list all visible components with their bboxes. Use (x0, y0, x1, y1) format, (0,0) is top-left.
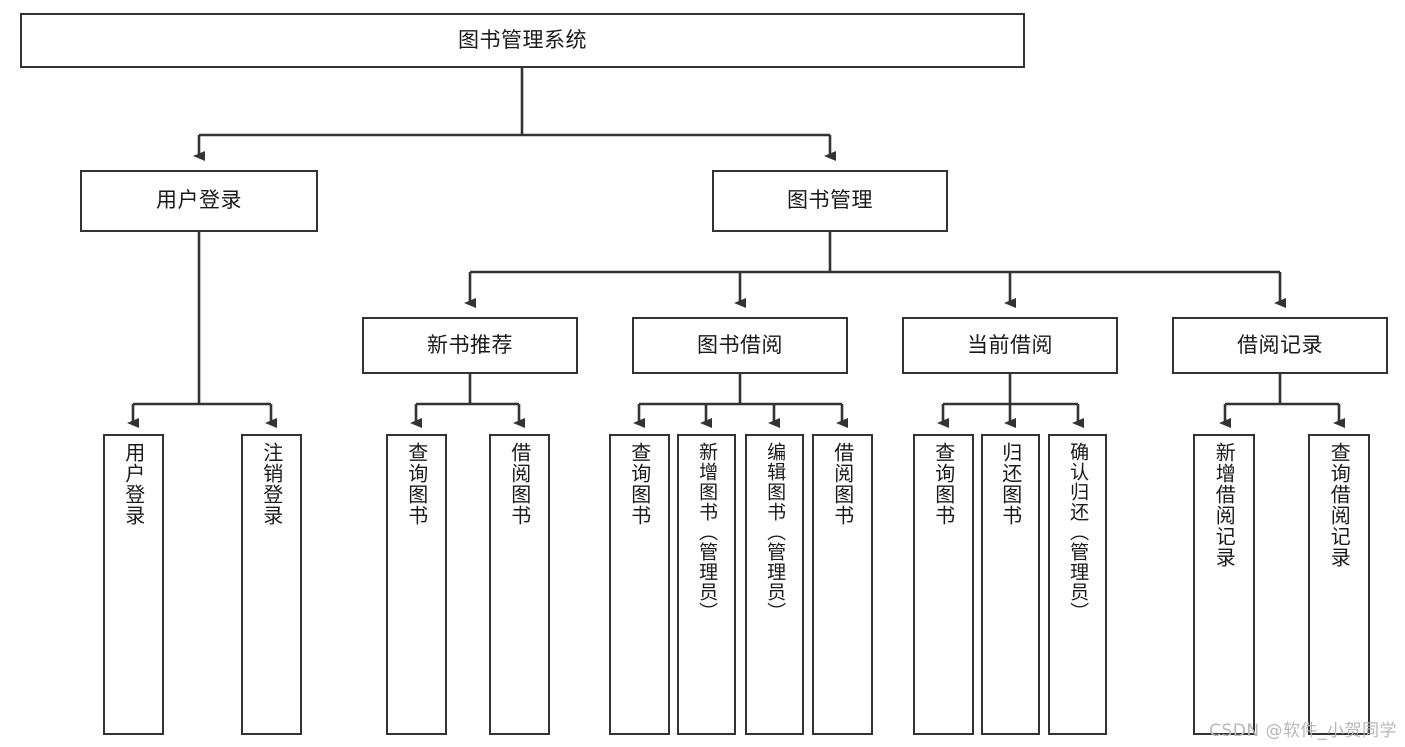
node-leaf-user-login[interactable]: 用户登录 (103, 434, 164, 735)
node-label: 查询图书 (627, 442, 652, 526)
node-leaf-query-book-borrow[interactable]: 查询图书 (609, 434, 670, 735)
node-leaf-edit-book-admin[interactable]: 编辑图书（管理员） (745, 434, 804, 735)
node-label: 用户登录 (121, 442, 146, 526)
node-label: 图书管理系统 (458, 27, 587, 52)
node-label: 借阅图书 (507, 442, 532, 526)
node-label: 借阅记录 (1237, 332, 1323, 357)
node-label: 查询图书 (931, 442, 956, 526)
node-label: 查询图书 (404, 442, 429, 526)
node-label: 查询借阅记录 (1327, 442, 1352, 568)
node-current-borrow[interactable]: 当前借阅 (902, 317, 1118, 374)
node-book-management[interactable]: 图书管理 (712, 170, 948, 232)
node-label: 新书推荐 (427, 332, 513, 357)
node-label: 用户登录 (156, 188, 242, 213)
node-label: 编辑图书（管理员） (764, 442, 787, 622)
node-label: 图书借阅 (697, 332, 783, 357)
node-label: 借阅图书 (830, 442, 855, 526)
node-leaf-logout[interactable]: 注销登录 (241, 434, 302, 735)
node-root-book-management-system[interactable]: 图书管理系统 (20, 13, 1025, 68)
node-borrow-record[interactable]: 借阅记录 (1172, 317, 1388, 374)
node-leaf-query-borrow-record[interactable]: 查询借阅记录 (1308, 434, 1370, 735)
node-leaf-borrow-book-recommend[interactable]: 借阅图书 (489, 434, 550, 735)
node-label: 确认归还（管理员） (1067, 442, 1090, 622)
node-label: 当前借阅 (967, 332, 1053, 357)
node-leaf-confirm-return-admin[interactable]: 确认归还（管理员） (1048, 434, 1107, 735)
node-leaf-add-book-admin[interactable]: 新增图书（管理员） (677, 434, 736, 735)
node-leaf-query-book-current[interactable]: 查询图书 (913, 434, 974, 735)
node-leaf-query-book-recommend[interactable]: 查询图书 (386, 434, 447, 735)
node-new-book-recommend[interactable]: 新书推荐 (362, 317, 578, 374)
node-leaf-return-book[interactable]: 归还图书 (981, 434, 1040, 735)
node-label: 注销登录 (259, 442, 284, 526)
node-label: 新增借阅记录 (1212, 442, 1237, 568)
node-leaf-add-borrow-record[interactable]: 新增借阅记录 (1193, 434, 1255, 735)
node-book-borrow[interactable]: 图书借阅 (632, 317, 848, 374)
node-label: 新增图书（管理员） (696, 442, 719, 622)
node-user-login[interactable]: 用户登录 (80, 170, 318, 232)
node-label: 归还图书 (998, 442, 1023, 526)
node-leaf-borrow-book[interactable]: 借阅图书 (812, 434, 873, 735)
node-label: 图书管理 (787, 188, 873, 213)
watermark-text: CSDN @软件_小贺同学 (1209, 721, 1397, 741)
